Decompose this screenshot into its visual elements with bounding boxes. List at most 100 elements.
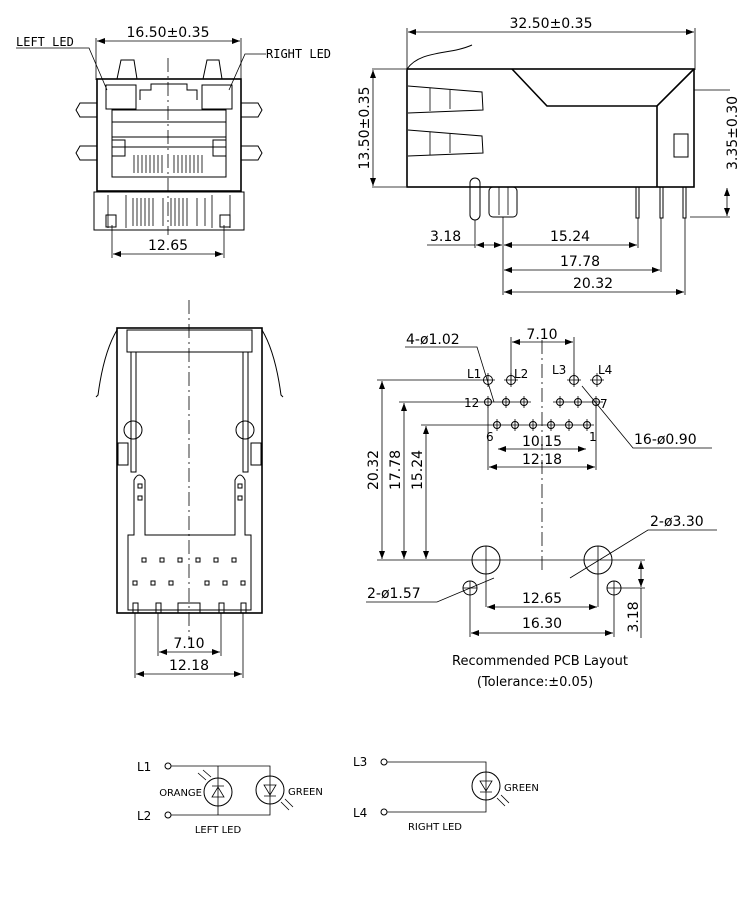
contact-fingers <box>133 155 203 173</box>
pin-label-7: 7 <box>600 397 608 411</box>
side-pin-dim-2: 17.78 <box>560 254 600 270</box>
led2-color-label: GREEN <box>288 787 323 798</box>
schematic-pin-l1: L1 <box>137 760 151 774</box>
front-pin-span-dim: 12.65 <box>148 238 188 254</box>
plug-opening <box>111 109 227 178</box>
side-view: 32.50±0.35 13.50±0.35 3.35±0.30 <box>357 16 741 295</box>
post-hole-leader <box>366 577 495 603</box>
latch-left <box>111 139 126 157</box>
side-tab <box>241 102 263 118</box>
led-spacing-dim: 7.10 <box>526 327 557 343</box>
led-orange-symbol <box>203 777 233 807</box>
light-arrow-icon <box>496 794 510 807</box>
vertical-dim-3: 15.24 <box>410 450 426 490</box>
light-arrow-icon <box>197 769 212 781</box>
side-length-dim: 32.50±0.35 <box>510 16 593 32</box>
led-schematic-right: L3 L4 GREEN RIGHT LED <box>353 755 539 833</box>
left-led-window <box>105 84 137 110</box>
led-holes <box>481 373 604 387</box>
rail-left <box>130 351 137 473</box>
jack-body <box>96 78 242 192</box>
row-dim-2: 12.18 <box>522 452 562 468</box>
mount-hole-callout: 2-ø3.30 <box>650 514 704 530</box>
led-label-l1: L1 <box>467 367 481 381</box>
led-label-l2: L2 <box>514 367 528 381</box>
led1-color-label: ORANGE <box>159 788 202 799</box>
side-pin-dim-1: 15.24 <box>550 229 590 245</box>
bottom-body <box>116 327 263 614</box>
pin-20-32 <box>682 186 687 219</box>
spring-left <box>95 329 118 398</box>
pcb-footprint <box>127 474 252 611</box>
post-span-dim: 16.30 <box>522 616 562 632</box>
side-latch <box>407 85 484 114</box>
pin-17-78 <box>659 186 664 219</box>
side-pin-length-dim: 3.35±0.30 <box>725 96 741 170</box>
mount-span-dim: 12.65 <box>522 591 562 607</box>
latch-right <box>212 139 227 157</box>
pcb-tolerance: (Tolerance:±0.05) <box>477 675 593 690</box>
plug-opening-top <box>139 83 198 100</box>
side-tab <box>241 145 263 161</box>
pcb-layout: 4-ø1.02 7.10 L1 L2 L3 L4 12 7 6 1 <box>366 327 717 690</box>
front-width-dim: 16.50±0.35 <box>127 25 210 41</box>
front-lip <box>126 329 253 353</box>
side-tab <box>75 145 97 161</box>
bottom-pads <box>132 483 247 614</box>
side-latch <box>407 129 484 157</box>
pin-15-24 <box>635 186 640 219</box>
led-green-symbol <box>471 771 501 801</box>
base <box>93 191 245 231</box>
terminal-l1 <box>164 762 172 770</box>
side-pin-dim-3: 20.32 <box>573 276 613 292</box>
right-led-title: RIGHT LED <box>408 822 462 833</box>
led-label-l3: L3 <box>552 363 566 377</box>
ground-post <box>469 177 481 221</box>
terminal-l2 <box>164 811 172 819</box>
side-tab <box>75 102 97 118</box>
bottom-view: 7.10 12.18 <box>95 300 284 678</box>
left-led-title: LEFT LED <box>195 825 242 836</box>
ground-spring <box>406 44 473 70</box>
pin-label-1: 1 <box>589 430 597 444</box>
right-led-color-label: GREEN <box>504 783 539 794</box>
left-led-lens <box>116 59 138 80</box>
right-led-window <box>201 84 233 110</box>
hole-center-line <box>607 581 645 637</box>
signal-hole-leader <box>581 385 712 449</box>
right-led-label: RIGHT LED <box>266 47 331 61</box>
side-height-dim: 13.50±0.35 <box>357 87 373 170</box>
schematic-pin-l3: L3 <box>353 755 367 769</box>
schematic-pin-l2: L2 <box>137 809 151 823</box>
row-dim-1: 10.15 <box>522 434 562 450</box>
led-hole-callout: 4-ø1.02 <box>406 332 460 348</box>
pin-label-12: 12 <box>464 396 479 410</box>
right-led-leader <box>228 53 266 91</box>
led-label-l4: L4 <box>598 363 612 377</box>
vertical-dim-2: 17.78 <box>388 450 404 490</box>
signal-hole-callout: 16-ø0.90 <box>634 432 697 448</box>
side-body <box>406 68 695 188</box>
mount-post-right <box>235 420 255 440</box>
led-green-symbol <box>255 775 285 805</box>
front-view: 16.50±0.35 LEFT LED RIGHT LED <box>16 25 331 258</box>
pcb-post-offset-dim: 3.18 <box>626 601 642 632</box>
light-arrow-icon <box>280 798 294 811</box>
led-schematic-left: L1 L2 ORANGE GREEN LEFT LED <box>137 760 323 836</box>
diode-icon <box>479 780 493 793</box>
rail-right <box>242 351 249 473</box>
schematic-wire <box>171 765 271 816</box>
side-clip <box>250 442 262 466</box>
left-led-leader <box>16 47 108 91</box>
signal-holes <box>481 396 603 431</box>
vertical-dim-1: 20.32 <box>366 450 382 490</box>
schematic-pin-l4: L4 <box>353 806 367 820</box>
right-led-lens <box>202 59 223 80</box>
bottom-inner-pin-dim: 7.10 <box>173 636 204 652</box>
mount-post-left <box>123 420 143 440</box>
mount-hole-leader <box>569 529 717 579</box>
terminal-l3 <box>380 758 388 766</box>
pcb-caption: Recommended PCB Layout <box>452 654 628 669</box>
mount-post <box>488 186 518 218</box>
